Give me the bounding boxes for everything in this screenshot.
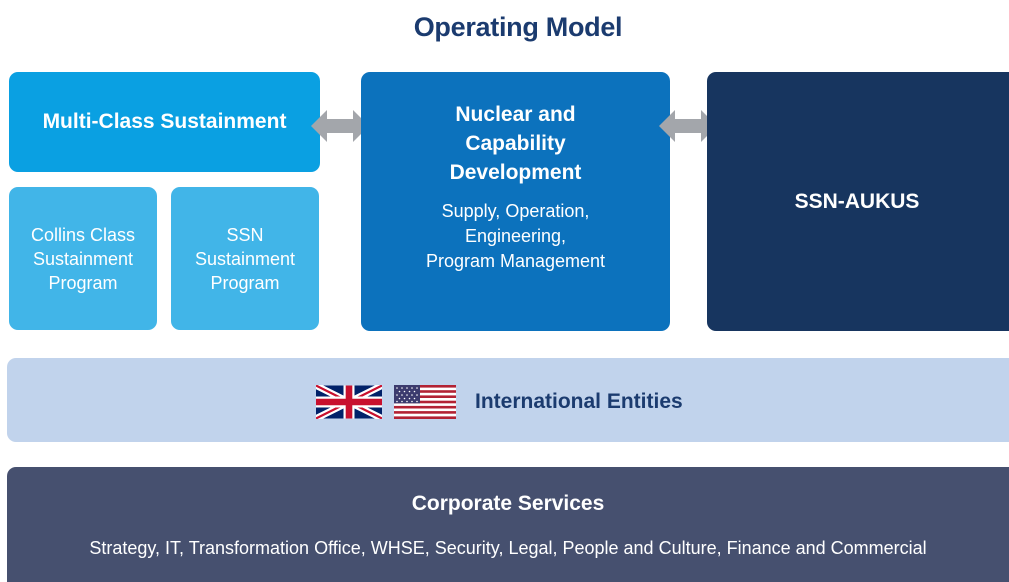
nuclear-capability-description: Supply, Operation, Engineering, Program … (426, 199, 605, 274)
ssn-aukus-label: SSN-AUKUS (794, 189, 920, 213)
ssn-aukus-box: SSN-AUKUS (707, 72, 1009, 331)
title-line: Development (449, 161, 582, 184)
description-line: Engineering, (464, 226, 567, 246)
ssn-program-box: SSN Sustainment Program (171, 187, 319, 330)
program-line: SSN (226, 224, 264, 245)
program-line: Sustainment (194, 248, 296, 269)
international-entities-bar: International Entities (7, 358, 1009, 442)
description-line: Supply, Operation, (441, 201, 590, 221)
description-line: Program Management (425, 251, 606, 271)
double-arrow-icon (311, 110, 369, 142)
uk-flag-icon (316, 385, 382, 419)
page-title: Operating Model (413, 12, 623, 42)
program-line: Collins Class (30, 224, 136, 245)
international-entities-label: International Entities (475, 390, 683, 413)
program-line: Program (48, 272, 118, 293)
nuclear-capability-box: Nuclear and Capability Development Suppl… (361, 72, 670, 331)
nuclear-capability-title: Nuclear and Capability Development (450, 100, 582, 187)
title-line: Capability (465, 132, 566, 155)
title-line: Nuclear and (455, 103, 576, 126)
corporate-services-list: Strategy, IT, Transformation Office, WHS… (89, 538, 927, 558)
multi-class-sustainment-label: Multi-Class Sustainment (42, 110, 287, 133)
flags-group (316, 385, 456, 419)
multi-class-sustainment-box: Multi-Class Sustainment (9, 72, 320, 172)
corporate-services-bar: Corporate Services Strategy, IT, Transfo… (7, 467, 1009, 582)
corporate-services-title: Corporate Services (411, 492, 605, 515)
program-line: Program (210, 272, 280, 293)
program-line: Sustainment (32, 248, 134, 269)
double-arrow-icon (659, 110, 717, 142)
collins-class-program-box: Collins Class Sustainment Program (9, 187, 157, 330)
us-flag-icon (394, 385, 456, 419)
